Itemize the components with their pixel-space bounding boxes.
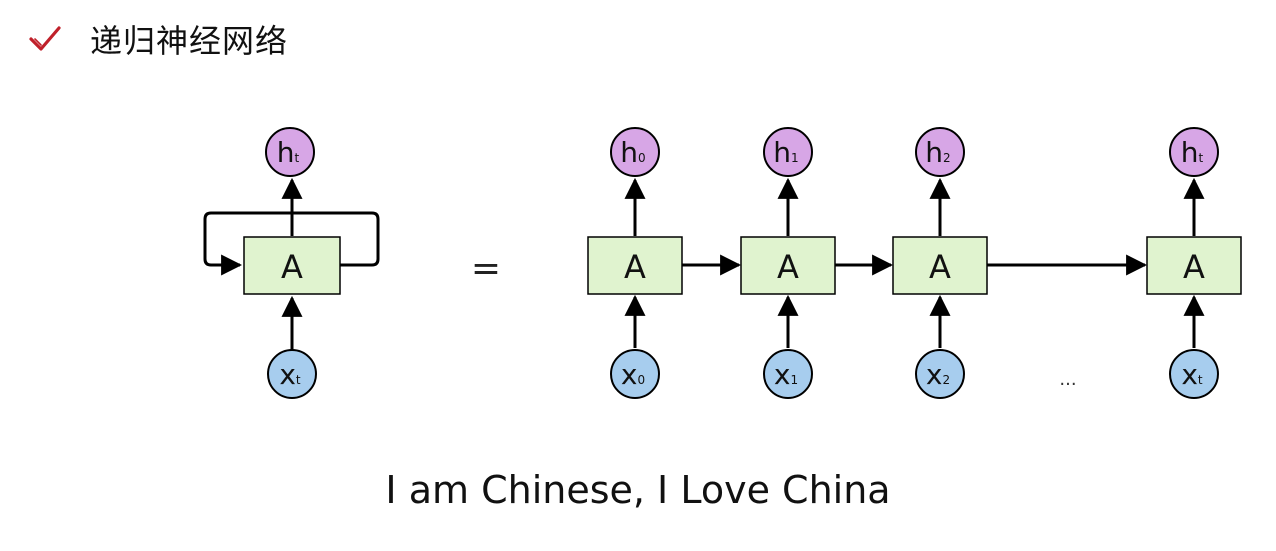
check-icon — [29, 26, 61, 51]
input-label-0: x0 — [621, 358, 645, 391]
hidden-state-node-0 — [610, 127, 660, 177]
caption: I am Chinese, I Love China — [385, 468, 891, 512]
rnn-cell-label-0: A — [624, 248, 646, 286]
input-node-2 — [915, 349, 965, 399]
hidden-state-label-0: h0 — [620, 136, 645, 169]
input-label-3: xt — [1181, 358, 1203, 391]
rnn-cell-0 — [587, 236, 683, 295]
input-node-0 — [610, 349, 660, 399]
hidden-state-node-3 — [1169, 127, 1219, 177]
page-title: 递归神经网络 — [90, 22, 289, 60]
unrolled-rnn: Ah0 x0 Ah1 x1 Ah2 x2 Aht xt — [587, 127, 1242, 399]
hidden-state-node — [265, 127, 315, 177]
hidden-state-label-3: ht — [1181, 136, 1204, 169]
rnn-cell-label: A — [281, 248, 303, 286]
rnn-cell-label-3: A — [1183, 248, 1205, 286]
rnn-cell-label-1: A — [777, 248, 799, 286]
ellipsis: ... — [1059, 369, 1076, 390]
hidden-state-label-1: h1 — [773, 136, 798, 169]
input-label-2: x2 — [926, 358, 950, 391]
rolled-rnn: A ht xt — [203, 127, 380, 399]
equals-sign: = — [471, 248, 501, 289]
rnn-cell-2 — [892, 236, 988, 295]
hidden-state-label-2: h2 — [925, 136, 950, 169]
input-node — [267, 349, 317, 399]
rnn-cell-3 — [1146, 236, 1242, 295]
hidden-state-node-2 — [915, 127, 965, 177]
hidden-state-node-1 — [763, 127, 813, 177]
input-label-1: x1 — [774, 358, 798, 391]
rnn-cell-label-2: A — [929, 248, 951, 286]
input-label: xt — [279, 358, 301, 391]
hidden-state-label: ht — [277, 136, 300, 169]
header: 递归神经网络 — [28, 14, 288, 64]
input-node-1 — [763, 349, 813, 399]
rnn-cell-1 — [740, 236, 836, 295]
input-node-3 — [1169, 349, 1219, 399]
rnn-cell — [243, 236, 341, 295]
